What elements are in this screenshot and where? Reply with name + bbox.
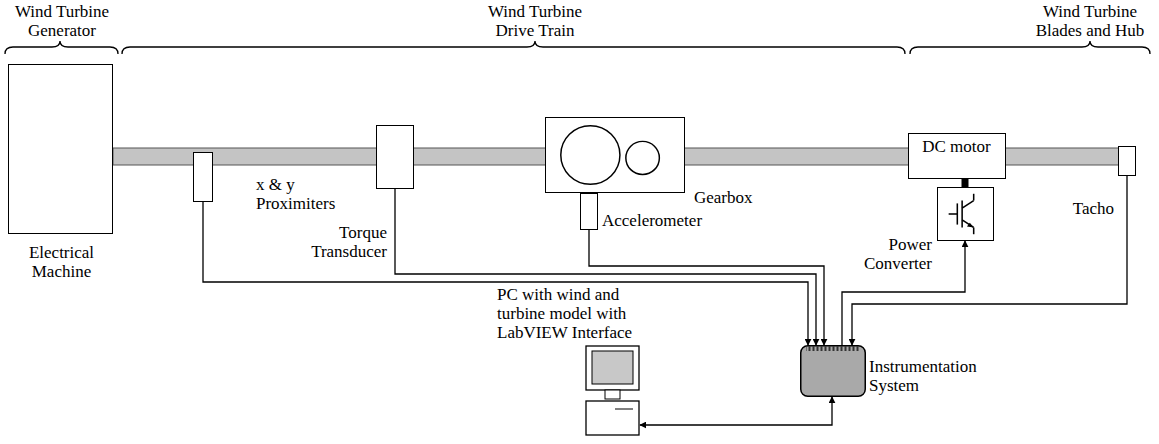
node-label: Torque Transducer — [285, 223, 387, 261]
gearbox-box: Gearbox — [545, 117, 685, 193]
group-heading: Wind Turbine Generator — [2, 2, 122, 40]
drawing-part — [962, 201, 974, 209]
drawing-part — [961, 201, 963, 228]
signal-wire — [395, 189, 816, 345]
monitor — [586, 346, 639, 390]
node-label: DC motor — [909, 137, 1004, 156]
monitor-screen — [592, 351, 633, 384]
node-label: Instrumentation System — [869, 357, 994, 395]
accelerometer-box: Accelerometer — [580, 193, 598, 230]
pinion-wheel — [626, 141, 660, 174]
tacho-box: Tacho — [1118, 146, 1136, 176]
pc-drawing — [585, 345, 640, 437]
node-label: Tacho — [1067, 199, 1114, 218]
proximiter-box: x & y Proximiters — [193, 152, 213, 202]
braces — [5, 41, 1150, 54]
drive-slot — [615, 409, 633, 410]
gearbox-drawing — [546, 118, 684, 192]
instrument-case — [801, 346, 866, 397]
group-heading: Wind Turbine Drive Train — [470, 2, 600, 40]
signal-wire — [640, 397, 832, 425]
monitor-stand — [605, 390, 620, 399]
igbt-symbol — [938, 188, 993, 240]
node-label: Accelerometer — [602, 211, 712, 230]
pc-computer: PC with wind and turbine model with LabV… — [585, 345, 640, 437]
power-cable — [962, 179, 969, 187]
group-brace — [122, 41, 905, 54]
generator-box: Electrical Machine — [8, 64, 113, 234]
drawing-part — [949, 213, 958, 215]
gear-wheel — [561, 126, 620, 184]
power-converter-box: Power Converter — [937, 187, 994, 241]
drawing-part — [973, 227, 975, 234]
connector-strip — [806, 346, 860, 351]
drawing-part — [973, 194, 975, 201]
drawing-part — [957, 203, 959, 224]
instrumentation-drawing — [800, 345, 866, 397]
group-heading: Wind Turbine Blades and Hub — [1025, 2, 1155, 40]
node-label: PC with wind and turbine model with LabV… — [497, 285, 657, 342]
group-brace — [910, 41, 1150, 54]
igbt-lines — [949, 194, 974, 234]
instrumentation-box: Instrumentation System — [800, 345, 866, 397]
torque-transducer-box: Torque Transducer — [376, 125, 414, 189]
dc-motor-box: DC motor — [908, 133, 1006, 179]
node-label: x & y Proximiters — [256, 175, 351, 213]
node-label: Electrical Machine — [4, 243, 119, 281]
group-brace — [5, 41, 118, 54]
node-label: Power Converter — [850, 235, 932, 273]
pc-case — [586, 401, 639, 435]
igbt-arrow — [967, 223, 974, 228]
node-label: Gearbox — [694, 188, 774, 207]
drawing-part — [962, 220, 974, 228]
